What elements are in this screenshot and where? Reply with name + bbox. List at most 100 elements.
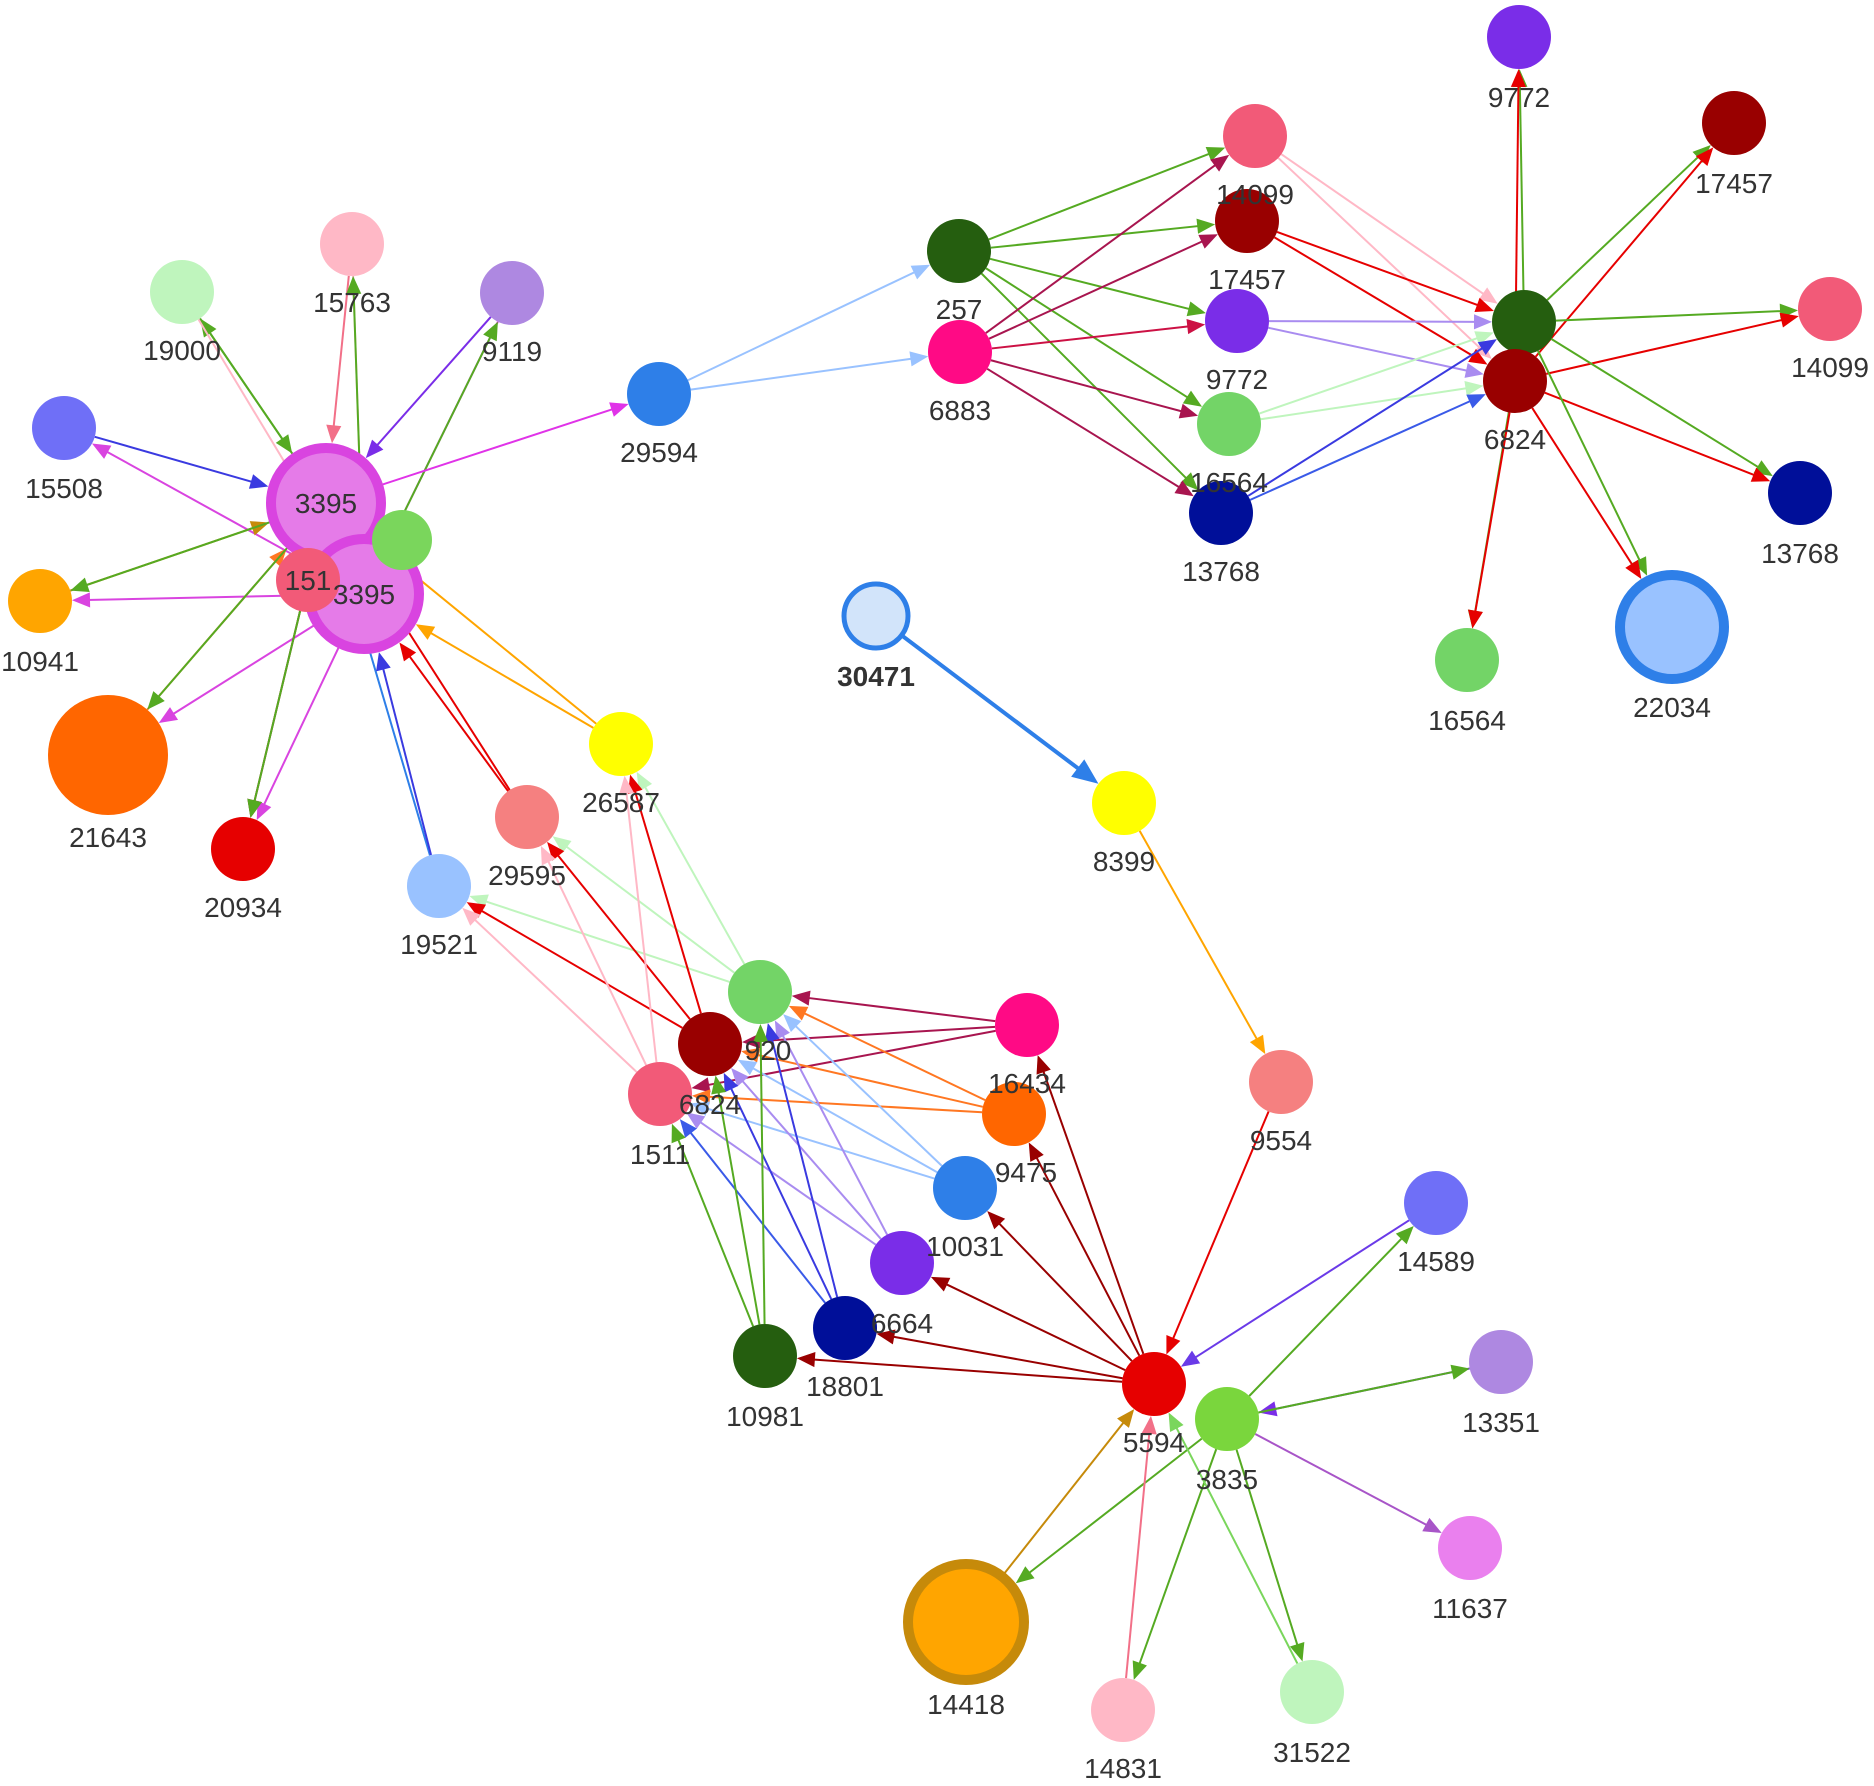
node-n14099t[interactable] — [1223, 104, 1287, 168]
edge-arrowhead-32 — [1182, 390, 1203, 407]
node-label-n10031: 10031 — [926, 1231, 1004, 1262]
node-n10941[interactable] — [8, 569, 72, 633]
node-n26587[interactable] — [589, 712, 653, 776]
node-nhid[interactable] — [372, 510, 432, 570]
node-n19521[interactable] — [407, 854, 471, 918]
node-n257[interactable] — [927, 219, 991, 283]
node-n15763[interactable] — [320, 212, 384, 276]
node-n15508[interactable] — [32, 396, 96, 460]
node-n6824b[interactable] — [678, 1012, 742, 1076]
edge-arrowhead-73 — [791, 990, 811, 1006]
edge-n15508-n3395a — [94, 435, 255, 484]
node-n14099r[interactable] — [1798, 277, 1862, 341]
node-n14418[interactable] — [903, 1559, 1029, 1685]
node-label-n9772m: 9772 — [1206, 364, 1268, 395]
node-n9475[interactable] — [982, 1082, 1046, 1146]
node-n15110[interactable] — [276, 548, 340, 612]
node-n6824r[interactable] — [1483, 349, 1547, 413]
node-label-n13768r: 13768 — [1761, 538, 1839, 569]
node-n8399[interactable] — [1092, 771, 1156, 835]
node-n9554[interactable] — [1249, 1050, 1313, 1114]
node-label-n14831: 14831 — [1084, 1753, 1162, 1784]
edge-arrowhead-35 — [1198, 234, 1218, 249]
node-n5594[interactable] — [1122, 1352, 1186, 1416]
edge-arrowhead-50 — [1510, 68, 1526, 88]
node-n31522[interactable] — [1280, 1660, 1344, 1724]
edge-arrowhead-77 — [741, 1047, 761, 1063]
edge-ngreen-n22034 — [1537, 350, 1642, 564]
node-n17457r[interactable] — [1702, 91, 1766, 155]
edge-n6664-n6824b — [739, 1078, 882, 1240]
edge-n6824r-n22034 — [1531, 407, 1635, 568]
edge-arrowhead-46 — [1464, 380, 1484, 396]
node-n19000[interactable] — [150, 260, 214, 324]
node-n9772m[interactable] — [1205, 289, 1269, 353]
edge-arrowhead-54 — [1779, 312, 1799, 328]
node-n22034[interactable] — [1615, 570, 1729, 684]
edge-n19000-n3395a — [199, 317, 285, 443]
node-ngreen[interactable] — [1492, 290, 1556, 354]
node-n20934[interactable] — [211, 817, 275, 881]
edge-ngreen-n17457r — [1546, 154, 1702, 301]
node-n16564r[interactable] — [1435, 628, 1499, 692]
node-n29594[interactable] — [627, 362, 691, 426]
edge-arrowhead-86 — [723, 1072, 739, 1093]
node-n17457t[interactable] — [1215, 189, 1279, 253]
edge-arrowhead-84 — [686, 1112, 706, 1129]
node-n16564m[interactable] — [1197, 392, 1261, 456]
node-n6883[interactable] — [928, 320, 992, 384]
edge-arrowhead-39 — [1478, 287, 1498, 304]
edge-arrowhead-62 — [1249, 1034, 1266, 1055]
node-n14589[interactable] — [1404, 1171, 1468, 1235]
node-label-n19521: 19521 — [400, 929, 478, 960]
node-n21643[interactable] — [48, 695, 168, 815]
nodes-layer — [8, 5, 1862, 1742]
edge-arrowhead-75 — [691, 1077, 711, 1093]
edge-n14099t-n6824r — [1277, 157, 1482, 350]
node-label-n15508: 15508 — [25, 473, 103, 504]
edge-n14589-n5594 — [1192, 1219, 1410, 1360]
node-n14831[interactable] — [1091, 1678, 1155, 1742]
edge-arrowhead-60 — [1625, 559, 1642, 579]
edge-n10031-n6824b — [749, 1065, 938, 1174]
node-n3835[interactable] — [1195, 1387, 1259, 1451]
edge-arrowhead-47 — [1477, 339, 1497, 356]
node-n9772r[interactable] — [1487, 5, 1551, 69]
node-label-n16564r: 16564 — [1428, 705, 1506, 736]
node-n10031[interactable] — [933, 1156, 997, 1220]
edge-arrowhead-52 — [1695, 147, 1714, 167]
node-n10981[interactable] — [733, 1324, 797, 1388]
edge-n6883-n16564m — [990, 359, 1185, 413]
node-label-n9554: 9554 — [1250, 1125, 1312, 1156]
node-label-n9772r: 9772 — [1488, 82, 1550, 113]
edge-n9772m-n6824r — [1268, 326, 1470, 373]
node-n15920[interactable] — [728, 960, 792, 1024]
node-label-n15110: 151 — [285, 565, 332, 596]
edge-n16564m-n6824r — [1260, 386, 1470, 421]
node-n30471[interactable] — [841, 581, 911, 651]
edge-n3835-n11637 — [1254, 1433, 1430, 1528]
edge-arrowhead-1 — [275, 434, 293, 454]
node-n13768m[interactable] — [1189, 481, 1253, 545]
edge-arrowhead-95 — [876, 1329, 896, 1345]
node-label-n10941: 10941 — [1, 646, 79, 677]
edge-arrowhead-10 — [91, 443, 112, 459]
node-n13351[interactable] — [1469, 1330, 1533, 1394]
node-n29595[interactable] — [495, 785, 559, 849]
node-label-n16434: 16434 — [988, 1068, 1066, 1099]
node-n13768r[interactable] — [1768, 461, 1832, 525]
node-n9119[interactable] — [480, 261, 544, 325]
node-n16434[interactable] — [995, 993, 1059, 1057]
node-n6664[interactable] — [870, 1231, 934, 1295]
node-n11637[interactable] — [1438, 1516, 1502, 1580]
node-n1511b[interactable] — [628, 1062, 692, 1126]
edge-n18801-n15920 — [770, 1036, 839, 1298]
node-n18801[interactable] — [813, 1296, 877, 1360]
edge-arrowhead-58 — [1468, 609, 1483, 629]
edge-arrowhead-36 — [1186, 319, 1206, 335]
edge-arrowhead-28 — [909, 351, 929, 367]
edge-arrowhead-8 — [483, 321, 498, 342]
edge-n16564m-ngreen — [1258, 336, 1481, 415]
edge-n15920-n26587 — [642, 783, 746, 965]
